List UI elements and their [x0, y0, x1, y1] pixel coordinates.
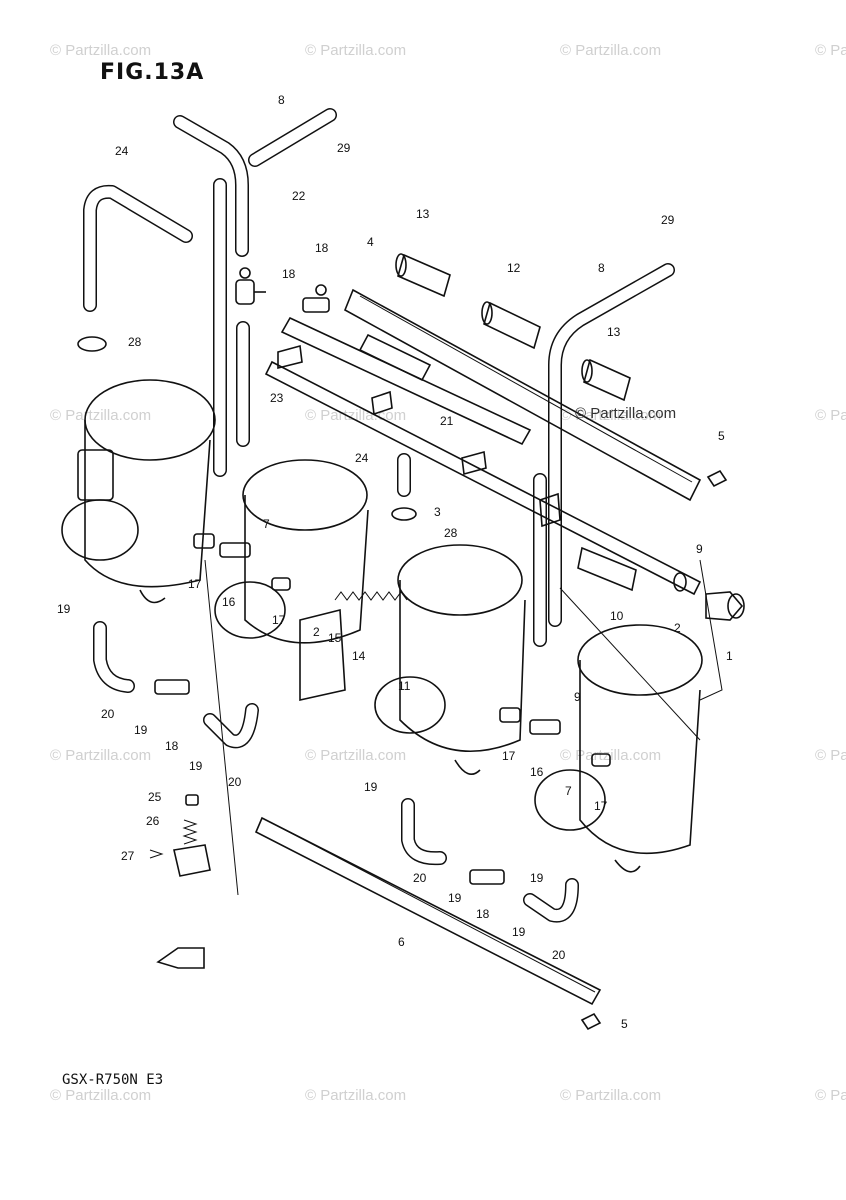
callout-number: 23	[270, 391, 284, 405]
callout-number: 18	[315, 241, 329, 255]
callout-number: 19	[57, 602, 71, 616]
callout-number: 20	[228, 775, 242, 789]
callout-number: 4	[367, 235, 374, 249]
callout-number: 19	[512, 925, 526, 939]
callout-number: 16	[530, 765, 544, 779]
watermark: © Partzilla.com	[560, 1087, 661, 1104]
figure-title: FIG.13A	[100, 60, 205, 85]
watermark: © Partzilla.com	[305, 407, 406, 424]
callout-number: 8	[278, 93, 285, 107]
inline-watermark: © Partzilla.com	[575, 405, 676, 422]
callout-number: 20	[101, 707, 115, 721]
callout-number: 20	[413, 871, 427, 885]
callout-number: 28	[444, 526, 458, 540]
watermark: © Partzilla.com	[815, 1087, 846, 1104]
callout-number: 7	[263, 517, 270, 531]
callout-number: 24	[115, 144, 129, 158]
callout-number: 22	[292, 189, 306, 203]
watermark: © Partzilla.com	[50, 1087, 151, 1104]
callout-number: 19	[134, 723, 148, 737]
callout-number: 17	[188, 577, 202, 591]
callout-number: 6	[398, 935, 405, 949]
callout-number: 18	[476, 907, 490, 921]
callout-number: 8	[598, 261, 605, 275]
callout-number: 18	[282, 267, 296, 281]
watermark: © Partzilla.com	[50, 407, 151, 424]
watermark: © Partzilla.com	[815, 747, 846, 764]
watermark: © Partzilla.com	[560, 42, 661, 59]
watermark: © Partzilla.com	[50, 747, 151, 764]
callout-number: 5	[621, 1017, 628, 1031]
watermark-layer: © Partzilla.com© Partzilla.com© Partzill…	[50, 42, 846, 1104]
watermark: © Partzilla.com	[560, 407, 661, 424]
callout-number: 5	[718, 429, 725, 443]
callout-number: 24	[355, 451, 369, 465]
watermark: © Partzilla.com	[815, 42, 846, 59]
callout-number: 14	[352, 649, 366, 663]
callout-number: 26	[146, 814, 160, 828]
callout-number: 17	[594, 799, 608, 813]
callout-number: 20	[552, 948, 566, 962]
watermark: © Partzilla.com	[305, 747, 406, 764]
callout-number: 19	[189, 759, 203, 773]
callout-number: 13	[416, 207, 430, 221]
callout-number: 13	[607, 325, 621, 339]
callout-number: 28	[128, 335, 142, 349]
callout-number: 17	[502, 749, 516, 763]
callout-number: 9	[574, 690, 581, 704]
callout-number: 25	[148, 790, 162, 804]
callout-number: 19	[530, 871, 544, 885]
callout-number: 19	[448, 891, 462, 905]
callout-number: 3	[434, 505, 441, 519]
callout-number: 21	[440, 414, 454, 428]
callout-number: 10	[610, 609, 624, 623]
callout-number: 2	[674, 621, 681, 635]
callout-number: 15	[328, 631, 342, 645]
callout-number: 27	[121, 849, 135, 863]
callout-number: 2	[313, 625, 320, 639]
watermark: © Partzilla.com	[815, 407, 846, 424]
callout-number: 7	[565, 784, 572, 798]
callout-number: 19	[364, 780, 378, 794]
diagram-linework	[61, 108, 745, 1031]
watermark: © Partzilla.com	[305, 1087, 406, 1104]
callout-number: 29	[661, 213, 675, 227]
callout-number: 9	[696, 542, 703, 556]
callout-layer: 8292422181341229813182823212432857171617…	[57, 93, 733, 1031]
model-code: GSX-R750N E3	[62, 1072, 164, 1088]
watermark: © Partzilla.com	[50, 42, 151, 59]
callout-number: 12	[507, 261, 521, 275]
watermark: © Partzilla.com	[305, 42, 406, 59]
callout-number: 18	[165, 739, 179, 753]
callout-number: 11	[398, 679, 411, 693]
callout-number: 16	[222, 595, 236, 609]
callout-number: 1	[726, 649, 733, 663]
callout-number: 17	[272, 613, 286, 627]
callout-number: 29	[337, 141, 351, 155]
